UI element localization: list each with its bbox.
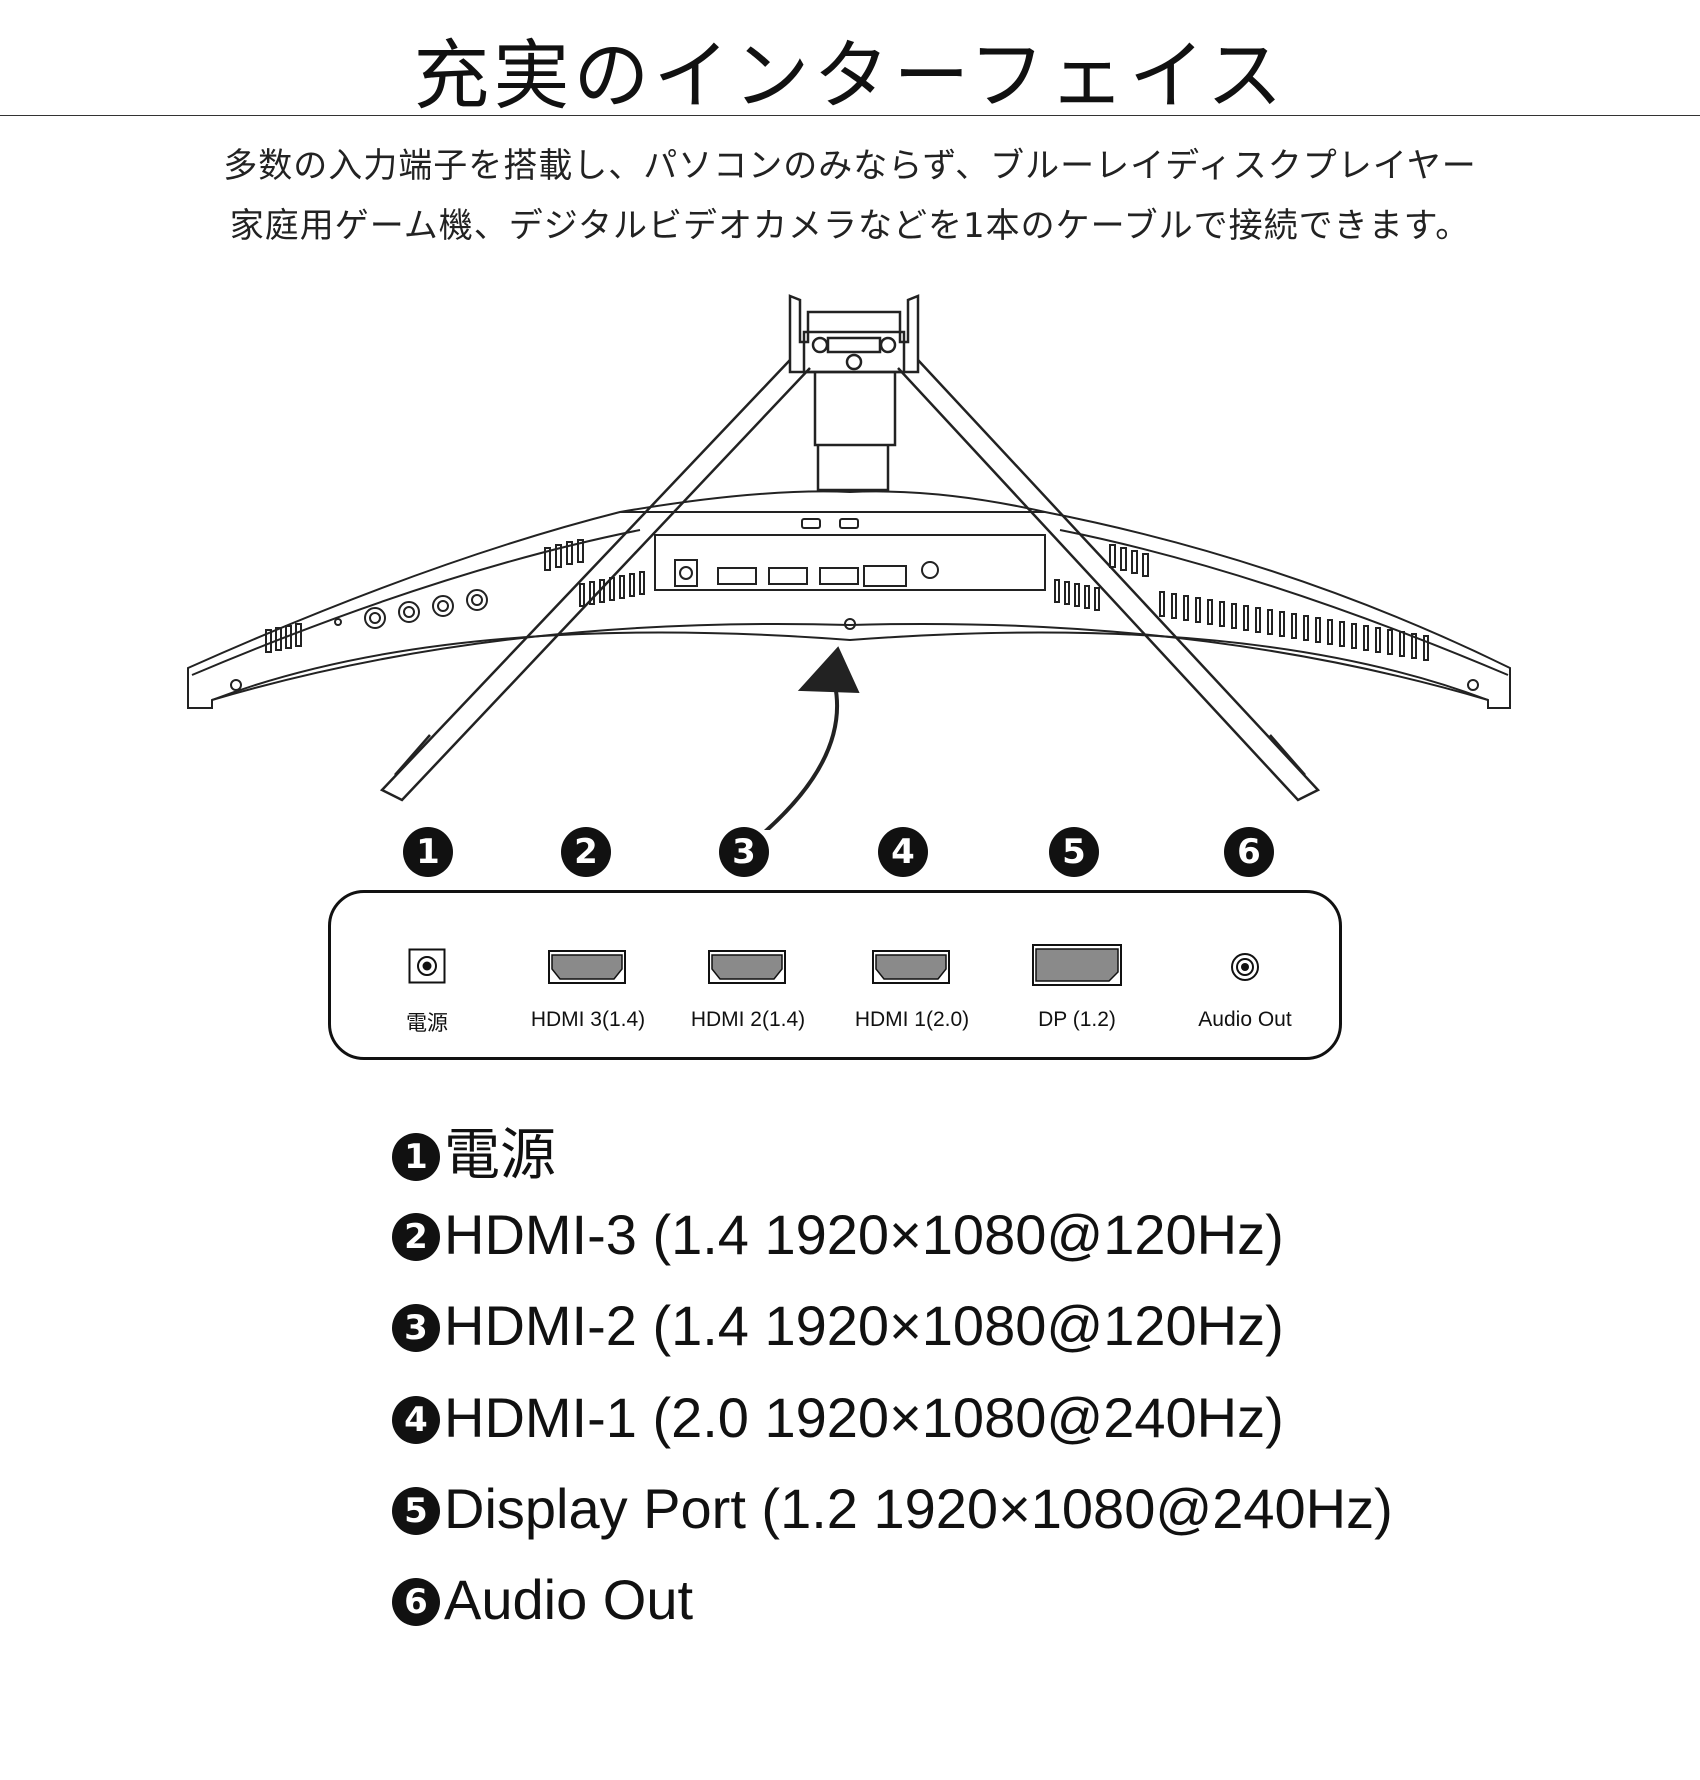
monitor-rear-illustration	[187, 294, 1511, 830]
spec-number-badge: 1	[392, 1133, 440, 1181]
port-label-power: 電源	[406, 1012, 448, 1035]
port-number-badge: 4	[878, 827, 928, 877]
rear-io-block	[654, 518, 1046, 591]
port-number-badge: 6	[1224, 827, 1274, 877]
spec-text: Audio Out	[444, 1568, 694, 1631]
port-label-audio-out: Audio Out	[1198, 1008, 1292, 1031]
title-divider	[0, 115, 1700, 116]
port-panel	[328, 890, 1342, 1060]
hdmi-port-icon	[708, 950, 786, 984]
audio-jack-icon	[1231, 953, 1259, 981]
spec-number-badge: 3	[392, 1304, 440, 1352]
port-number-badge: 2	[561, 827, 611, 877]
spec-text: HDMI-3 (1.4 1920×1080@120Hz)	[444, 1203, 1284, 1266]
spec-number-badge: 2	[392, 1213, 440, 1261]
port-label-hdmi1: HDMI 1(2.0)	[854, 1008, 970, 1031]
left-vents	[265, 539, 645, 653]
description-line-2: 家庭用ゲーム機、デジタルビデオカメラなどを1本のケーブルで接続できます。	[229, 206, 1471, 246]
displayport-icon	[1032, 944, 1122, 986]
dc-power-jack-icon	[408, 948, 446, 984]
spec-text: Display Port (1.2 1920×1080@240Hz)	[444, 1477, 1393, 1540]
right-vents	[1054, 544, 1429, 661]
stand	[379, 294, 1321, 802]
port-label-hdmi2: HDMI 2(1.4)	[690, 1008, 806, 1031]
side-buttons	[230, 589, 1479, 691]
monitor-body	[187, 490, 1511, 709]
spec-number-badge: 5	[392, 1487, 440, 1535]
spec-text: HDMI-1 (2.0 1920×1080@240Hz)	[444, 1386, 1284, 1449]
port-number-badge: 3	[719, 827, 769, 877]
port-label-dp: DP (1.2)	[1038, 1008, 1116, 1031]
description-line-1: 多数の入力端子を搭載し、パソコンのみならず、ブルーレイディスクプレイヤー	[223, 146, 1477, 186]
spec-text: 電源	[444, 1123, 556, 1186]
pointer-arrow	[763, 646, 860, 830]
page-title: 充実のインターフェイス	[413, 31, 1287, 120]
port-number-badge: 5	[1049, 827, 1099, 877]
port-label-hdmi3: HDMI 3(1.4)	[530, 1008, 646, 1031]
spec-number-badge: 4	[392, 1396, 440, 1444]
port-number-badge: 1	[403, 827, 453, 877]
hdmi-port-icon	[872, 950, 950, 984]
hdmi-port-icon	[548, 950, 626, 984]
spec-text: HDMI-2 (1.4 1920×1080@120Hz)	[444, 1294, 1284, 1357]
spec-number-badge: 6	[392, 1578, 440, 1626]
